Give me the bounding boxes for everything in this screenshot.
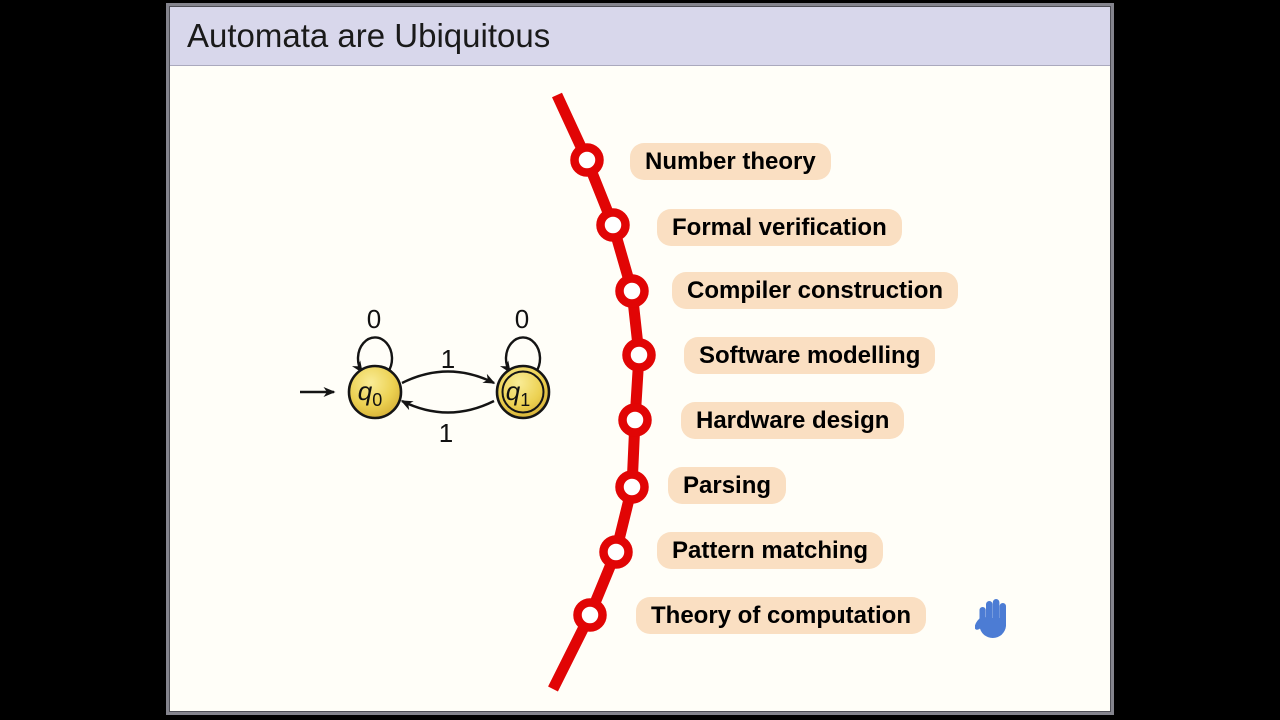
transition-label-q1-q0: 1	[439, 418, 453, 448]
metro-node-hardware-design	[618, 403, 652, 437]
topic-pill-compiler-construction: Compiler construction	[672, 272, 959, 309]
state-q1	[495, 364, 551, 420]
topic-pill-parsing: Parsing	[668, 467, 787, 504]
self-loop-q0	[351, 336, 394, 374]
loop-label-q0: 0	[367, 304, 381, 334]
slide-header-bar: Automata are Ubiquitous	[170, 7, 1110, 66]
metro-node-parsing	[615, 470, 649, 504]
transition-q1-to-q0	[400, 399, 495, 414]
presentation-slide: Automata are Ubiquitous Number theory Fo…	[166, 3, 1114, 715]
metro-line	[548, 92, 645, 692]
metro-node-formal-verification	[596, 208, 630, 242]
metro-node-software-modelling	[622, 338, 656, 372]
transition-label-q0-q1: 1	[441, 344, 455, 374]
metro-node-compiler-construction	[615, 274, 649, 308]
metro-node-theory-of-computation	[573, 598, 607, 632]
topic-pill-hardware-design: Hardware design	[681, 402, 905, 439]
state-q0-label: q0	[358, 376, 382, 410]
topic-pill-theory-of-computation: Theory of computation	[636, 597, 926, 634]
transition-q0-to-q1	[401, 370, 496, 385]
metro-node-number-theory	[570, 143, 604, 177]
state-q0	[347, 364, 403, 420]
topic-pill-number-theory: Number theory	[630, 143, 831, 180]
slide-title: Automata are Ubiquitous	[187, 17, 551, 54]
hand-cursor-icon	[975, 599, 1006, 639]
loop-label-q1: 0	[515, 304, 529, 334]
topic-pill-pattern-matching: Pattern matching	[657, 532, 884, 569]
topic-pill-formal-verification: Formal verification	[657, 209, 902, 246]
topic-pill-software-modelling: Software modelling	[684, 337, 936, 374]
state-q1-accept-ring	[501, 370, 545, 414]
metro-line-diagram	[548, 92, 656, 692]
state-q1-label: q1	[506, 376, 530, 410]
self-loop-q1	[499, 336, 542, 374]
metro-node-pattern-matching	[599, 535, 633, 569]
automaton-diagram: q0 q1 0 0 1 1	[300, 304, 551, 448]
